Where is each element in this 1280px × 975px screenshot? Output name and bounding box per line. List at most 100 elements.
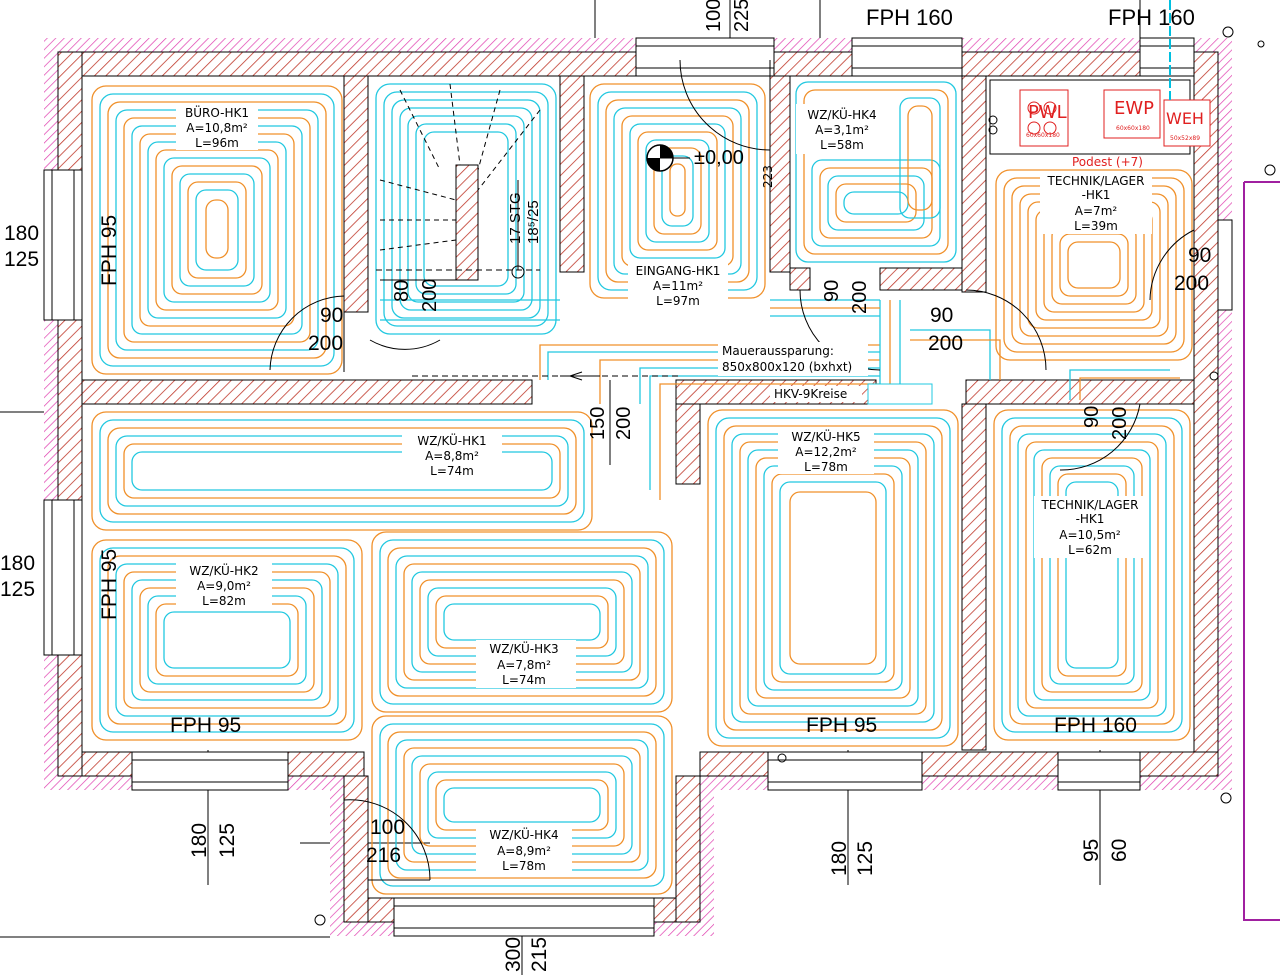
circuit-name: EINGANG-HK1 [636, 264, 721, 278]
circuit-name: WZ/KÜ-HK5 [791, 428, 860, 444]
level-value: ±0,00 [694, 147, 744, 169]
circuit-area: A=12,2m² [795, 445, 857, 459]
circuit-technik-top: TECHNIK/LAGER -HK1 A=7m² L=39m [1040, 172, 1152, 234]
weh-label: WEH [1166, 109, 1204, 128]
circuit-wz-hk5: WZ/KÜ-HK5 A=12,2m² L=78m [778, 428, 874, 474]
dim-door-tech2-a: 90 [1081, 406, 1103, 428]
circuit-name: TECHNIK/LAGER [1041, 498, 1139, 512]
dim-bottom-right-a: 95 [1080, 839, 1103, 862]
dim-left-upper-b: 125 [4, 248, 39, 271]
recess-note-line2: 850x800x120 (bxhxt) [722, 360, 852, 374]
stair-ratio: 18⁵/25 [525, 200, 542, 244]
circuit-sub: -HK1 [1076, 512, 1105, 526]
circuit-length: L=58m [820, 138, 864, 152]
dim-door-buero-b: 200 [308, 332, 343, 355]
circuit-length: L=78m [804, 460, 848, 474]
circuit-name: WZ/KÜ-HK1 [417, 432, 486, 448]
circuit-name: WZ/KÜ-HK2 [189, 562, 258, 578]
recess-note-line1: Maueraussparung: [722, 344, 834, 358]
dim-door-tech2-b: 200 [1109, 407, 1131, 440]
equipment [988, 0, 1211, 155]
pwl-size: 60x60x180 [1026, 132, 1060, 139]
circuit-wz-hk4-bottom: WZ/KÜ-HK4 A=8,9m² L=78m [476, 826, 572, 876]
circuit-buero: BÜRO-HK1 A=10,8m² L=96m [176, 104, 258, 150]
circuit-length: L=39m [1074, 219, 1118, 233]
dim-bottom-mid-a: 180 [828, 841, 851, 876]
fph-label-buero: FPH 95 [98, 215, 121, 286]
circuit-length: L=82m [202, 594, 246, 608]
circuit-name: WZ/KÜ-HK4 [807, 106, 876, 122]
dim-stair-a: 80 [391, 280, 413, 302]
circuit-name: WZ/KÜ-HK3 [489, 640, 558, 656]
dim-opening-b: 200 [613, 407, 635, 440]
circuit-length: L=62m [1068, 543, 1112, 557]
circuit-area: A=3,1m² [815, 123, 869, 137]
dim-door-tech-a: 90 [1188, 244, 1211, 267]
dim-door-wz-a: 90 [821, 280, 843, 302]
dim-bottom-center-b: 215 [528, 937, 551, 972]
annex-right [1243, 181, 1280, 921]
circuit-length: L=78m [502, 859, 546, 873]
manifold [560, 371, 933, 405]
circuit-wz-hk4-top: WZ/KÜ-HK4 A=3,1m² L=58m [796, 104, 888, 154]
circuit-area: A=11m² [653, 279, 703, 293]
stair-steps: 17 STG [507, 192, 524, 244]
circuit-area: A=10,5m² [1059, 528, 1121, 542]
dim-left-lower-b: 125 [0, 578, 35, 601]
circuit-eingang: EINGANG-HK1 A=11m² L=97m [628, 262, 728, 308]
circuit-area: A=7m² [1075, 204, 1118, 218]
weh-size: 50x52x89 [1170, 135, 1200, 142]
dim-door-wz-b: 200 [849, 281, 871, 314]
dim-bottom-left-a: 180 [188, 823, 211, 858]
fph-label-hk5-bottom: FPH 95 [806, 714, 877, 737]
circuit-length: L=74m [430, 464, 474, 478]
pwl-label: PWL [1028, 102, 1067, 123]
door-top-dim-a: 100 [703, 0, 725, 32]
dim-bottom-center-a: 300 [502, 937, 525, 972]
manifold-label: HKV-9Kreise [774, 387, 847, 401]
circuit-name: WZ/KÜ-HK4 [489, 826, 558, 842]
circuit-area: A=7,8m² [497, 658, 551, 672]
dim-bottom-left-b: 125 [216, 823, 239, 858]
dim-stair-b: 200 [419, 279, 441, 312]
circuit-wz-hk2: WZ/KÜ-HK2 A=9,0m² L=82m [176, 562, 272, 608]
circuit-length: L=97m [656, 294, 700, 308]
circuit-area: A=10,8m² [186, 121, 248, 135]
dim-door-hall-b: 200 [928, 332, 963, 355]
ewp-label: EWP [1114, 98, 1154, 119]
level-marker [646, 144, 690, 172]
dim-opening-a: 150 [587, 407, 609, 440]
dim-left-upper-a: 180 [4, 222, 39, 245]
dim-bottom-door-b: 216 [366, 844, 401, 867]
podest-label: Podest (+7) [1072, 155, 1143, 169]
circuit-technik-bottom: TECHNIK/LAGER -HK1 A=10,5m² L=62m [1034, 496, 1146, 558]
circuit-name: BÜRO-HK1 [185, 104, 249, 120]
fph-label-top-left: FPH 160 [866, 5, 953, 30]
circuit-length: L=74m [502, 673, 546, 687]
dim-door-hall-a: 90 [930, 304, 953, 327]
door-top-dim-b: 225 [731, 0, 753, 32]
circuit-name: TECHNIK/LAGER [1047, 174, 1145, 188]
circuit-area: A=8,8m² [425, 449, 479, 463]
dim-bottom-right-b: 60 [1108, 839, 1131, 862]
fph-label-top-right: FPH 160 [1108, 5, 1195, 30]
dim-door-buero-a: 90 [320, 304, 343, 327]
windows [43, 37, 1233, 937]
circuit-area: A=8,9m² [497, 844, 551, 858]
fph-label-wz-bottom: FPH 95 [170, 714, 241, 737]
circuit-wz-hk1: WZ/KÜ-HK1 A=8,8m² L=74m [402, 432, 502, 478]
small-markers [314, 26, 1276, 926]
circuit-length: L=96m [195, 136, 239, 150]
dim-bottom-mid-b: 125 [854, 841, 877, 876]
fph-label-technik-bottom: FPH 160 [1054, 714, 1137, 737]
dim-bottom-door-a: 100 [370, 816, 405, 839]
circuit-area: A=9,0m² [197, 579, 251, 593]
level-side-value: 223 [761, 165, 775, 188]
circuit-sub: -HK1 [1082, 188, 1111, 202]
ewp-size: 60x60x180 [1116, 125, 1150, 132]
dim-door-tech-b: 200 [1174, 272, 1209, 295]
circuit-wz-hk3: WZ/KÜ-HK3 A=7,8m² L=74m [476, 640, 576, 688]
dim-left-lower-a: 180 [0, 552, 35, 575]
fph-label-wz-side: FPH 95 [98, 549, 121, 620]
